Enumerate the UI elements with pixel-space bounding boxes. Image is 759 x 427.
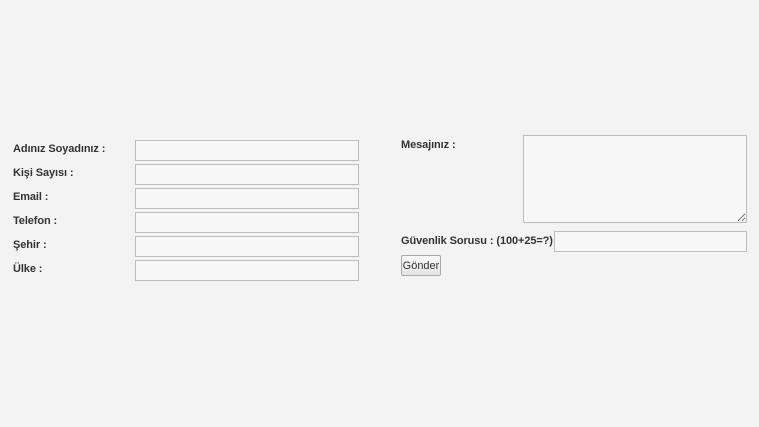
country-label: Ülke : bbox=[13, 263, 43, 275]
security-question-label: Güvenlik Sorusu : (100+25=?) bbox=[401, 235, 553, 247]
message-label: Mesajınız : bbox=[401, 139, 456, 151]
name-label: Adınız Soyadınız : bbox=[13, 143, 106, 155]
guest-count-input[interactable] bbox=[135, 164, 359, 185]
message-textarea[interactable] bbox=[523, 135, 747, 223]
city-input[interactable] bbox=[135, 236, 359, 257]
email-input[interactable] bbox=[135, 188, 359, 209]
email-label: Email : bbox=[13, 191, 49, 203]
city-label: Şehir : bbox=[13, 239, 47, 251]
security-answer-input[interactable] bbox=[554, 231, 747, 252]
phone-input[interactable] bbox=[135, 212, 359, 233]
submit-button[interactable]: Gönder bbox=[401, 255, 441, 276]
phone-label: Telefon : bbox=[13, 215, 58, 227]
name-input[interactable] bbox=[135, 140, 359, 161]
country-input[interactable] bbox=[135, 260, 359, 281]
guest-count-label: Kişi Sayısı : bbox=[13, 167, 74, 179]
